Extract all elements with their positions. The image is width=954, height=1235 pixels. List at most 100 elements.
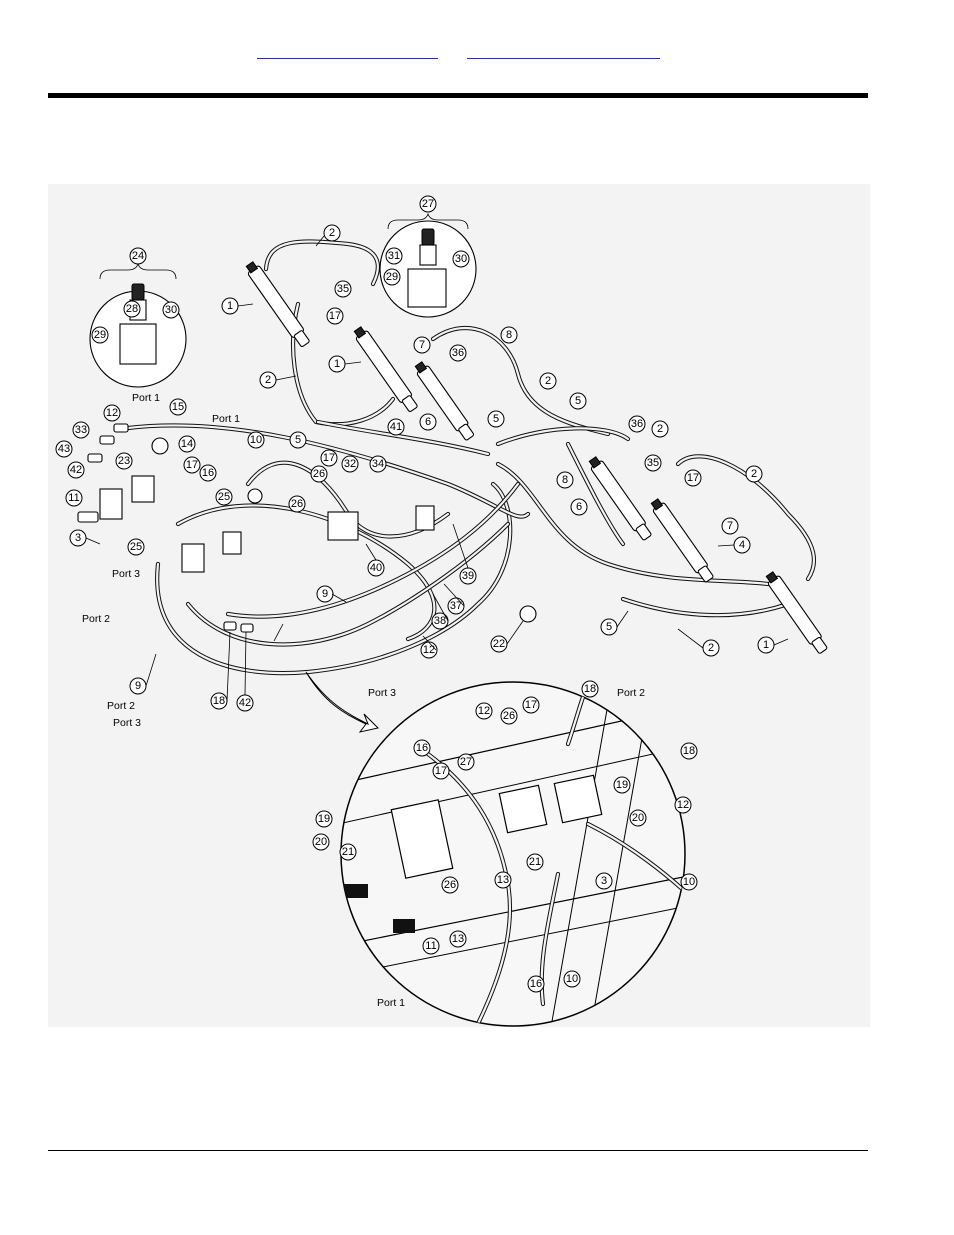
svg-text:5: 5 [606,621,612,633]
callout-16: 16 [199,464,217,482]
callout-17: 17 [183,456,201,474]
svg-text:33: 33 [75,424,87,436]
svg-text:35: 35 [337,283,349,295]
svg-text:10: 10 [566,973,578,985]
callout-20: 20 [312,833,330,851]
svg-text:16: 16 [202,467,214,479]
port-3-label: Port 3 [113,717,141,729]
callout-38: 38 [431,612,449,630]
svg-text:16: 16 [530,978,542,990]
callout-36: 36 [449,344,467,362]
valve-block-23 [99,488,123,520]
callout-12: 12 [674,796,692,814]
svg-text:1: 1 [334,358,340,370]
callout-1: 1 [328,355,346,373]
callout-25: 25 [127,538,145,556]
svg-text:12: 12 [423,644,435,656]
svg-text:9: 9 [135,680,141,692]
svg-text:28: 28 [126,303,138,315]
svg-text:10: 10 [683,876,695,888]
gauge-15 [151,437,169,455]
callout-33: 33 [72,421,90,439]
callout-32: 32 [341,455,359,473]
fitting-33 [99,435,115,445]
fitting-18 [223,621,237,631]
header-link-1[interactable] [257,44,438,59]
svg-text:15: 15 [172,401,184,413]
callout-42: 42 [236,694,254,712]
svg-text:34: 34 [372,458,384,470]
svg-text:10: 10 [250,434,262,446]
port-2-label: Port 2 [617,687,645,699]
callout-26: 26 [288,495,306,513]
callout-19: 19 [315,810,333,828]
hose-group [117,239,817,676]
svg-text:38: 38 [434,615,446,627]
callout-36: 36 [628,415,646,433]
leader-lines [85,235,789,702]
callout-8: 8 [556,471,574,489]
callout-26: 26 [500,707,518,725]
callout-14: 14 [178,435,196,453]
callout-2: 2 [651,420,669,438]
callout-21: 21 [339,843,357,861]
svg-text:19: 19 [318,813,330,825]
callout-11: 11 [422,937,440,955]
svg-text:2: 2 [265,374,271,386]
callout-35: 35 [644,454,662,472]
callout-9: 9 [129,677,147,695]
svg-text:27: 27 [460,756,472,768]
port-3-label: Port 3 [368,687,396,699]
callout-9: 9 [316,585,334,603]
callout-41: 41 [387,418,405,436]
callout-27: 27 [457,753,475,771]
inset-27 [379,212,477,318]
fitting-12 [113,423,129,433]
svg-text:31: 31 [388,250,400,262]
callout-42: 42 [67,461,85,479]
svg-text:26: 26 [503,710,515,722]
svg-text:29: 29 [386,271,398,283]
callout-1: 1 [757,636,775,654]
callout-2: 2 [745,465,763,483]
svg-text:14: 14 [181,438,193,450]
svg-text:17: 17 [687,472,699,484]
callout-30: 30 [162,301,180,319]
svg-text:42: 42 [239,697,251,709]
callout-37: 37 [447,597,465,615]
callout-25: 25 [215,488,233,506]
callout-19: 19 [613,776,631,794]
valve-group [77,423,537,633]
cylinder-group [245,261,828,654]
svg-text:18: 18 [683,745,695,757]
fitting-43 [87,453,103,463]
svg-text:36: 36 [452,347,464,359]
callout-2: 2 [539,372,557,390]
callout-20: 20 [629,809,647,827]
svg-text:17: 17 [435,765,447,777]
callout-2: 2 [259,371,277,389]
cylinder-1c [414,361,475,441]
callout-18: 18 [210,692,228,710]
svg-text:17: 17 [525,699,537,711]
header-link-2[interactable] [467,44,660,59]
svg-text:26: 26 [444,879,456,891]
svg-text:41: 41 [390,421,402,433]
svg-text:30: 30 [165,304,177,316]
hydraulic-diagram: 1 1 1 2 2 2 2 2 2 3 3 4 5 5 5 5 6 6 7 7 … [48,184,870,1027]
svg-text:17: 17 [323,452,335,464]
callout-3: 3 [69,529,87,547]
callout-26: 26 [441,876,459,894]
callout-34: 34 [369,455,387,473]
callout-15: 15 [169,398,187,416]
callout-21: 21 [526,853,544,871]
callout-8: 8 [500,326,518,344]
port-2-label: Port 2 [107,700,135,712]
inset-24 [89,262,187,388]
callout-22: 22 [490,635,508,653]
svg-text:13: 13 [497,874,509,886]
svg-text:18: 18 [584,683,596,695]
svg-text:19: 19 [616,779,628,791]
callout-30: 30 [452,250,470,268]
svg-text:17: 17 [329,310,341,322]
